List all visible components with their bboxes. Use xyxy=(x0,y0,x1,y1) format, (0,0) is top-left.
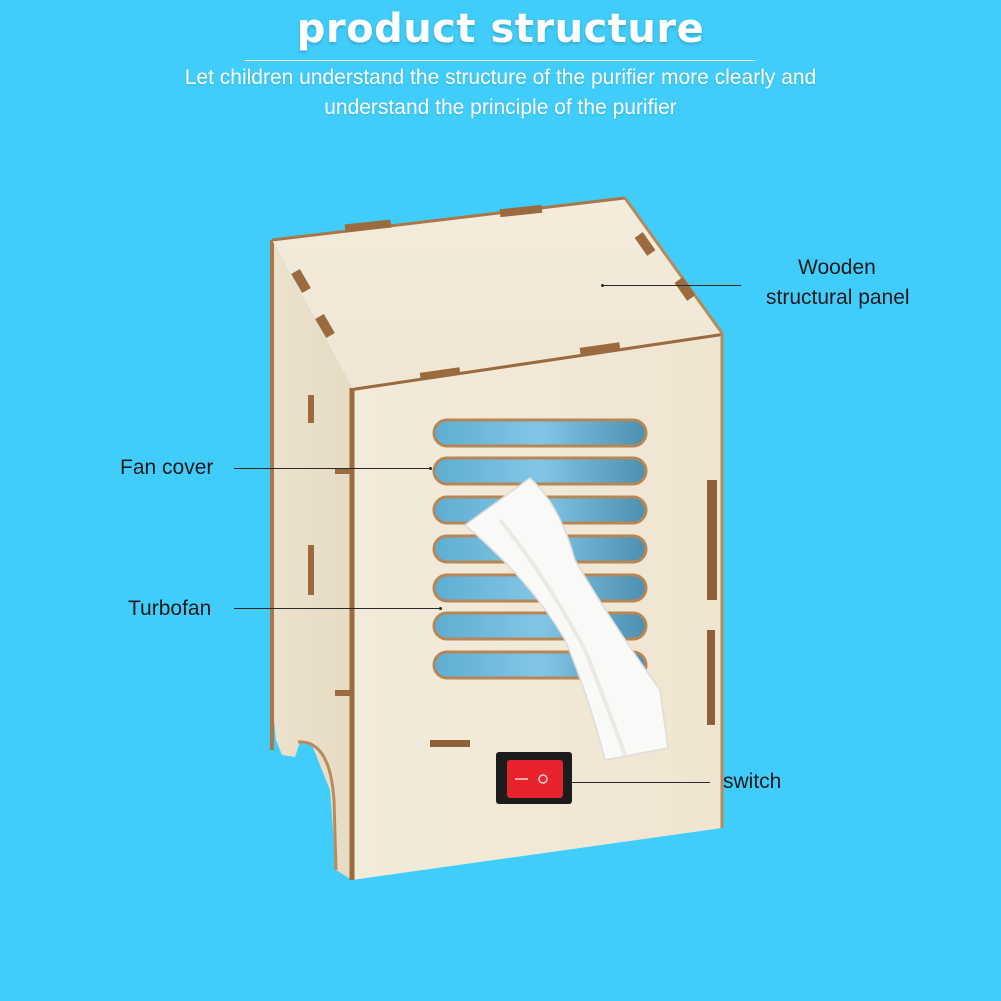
label-fan-cover: Fan cover xyxy=(120,456,214,479)
leader-fan-cover xyxy=(234,468,430,469)
page-title: product structure xyxy=(296,6,705,52)
leader-dot-wooden-panel xyxy=(601,284,604,287)
leader-wooden-panel xyxy=(603,285,741,286)
leader-turbofan xyxy=(234,608,440,609)
leader-switch xyxy=(572,782,710,783)
subtitle-line-1: Let children understand the structure of… xyxy=(184,66,817,89)
leader-dot-fan-cover xyxy=(429,467,432,470)
label-structural-panel: structural panel xyxy=(766,286,910,309)
subtitle-line-2: understand the principle of the purifier xyxy=(324,96,677,119)
tissue-strip xyxy=(463,477,669,761)
leader-dot-turbofan xyxy=(439,607,442,610)
label-turbofan: Turbofan xyxy=(128,597,212,620)
top-panel xyxy=(271,196,724,388)
rocker-switch xyxy=(496,752,572,804)
label-wooden: Wooden xyxy=(798,256,876,279)
side-panel xyxy=(270,240,353,880)
label-switch: switch xyxy=(723,770,782,793)
title-underline xyxy=(245,60,755,61)
